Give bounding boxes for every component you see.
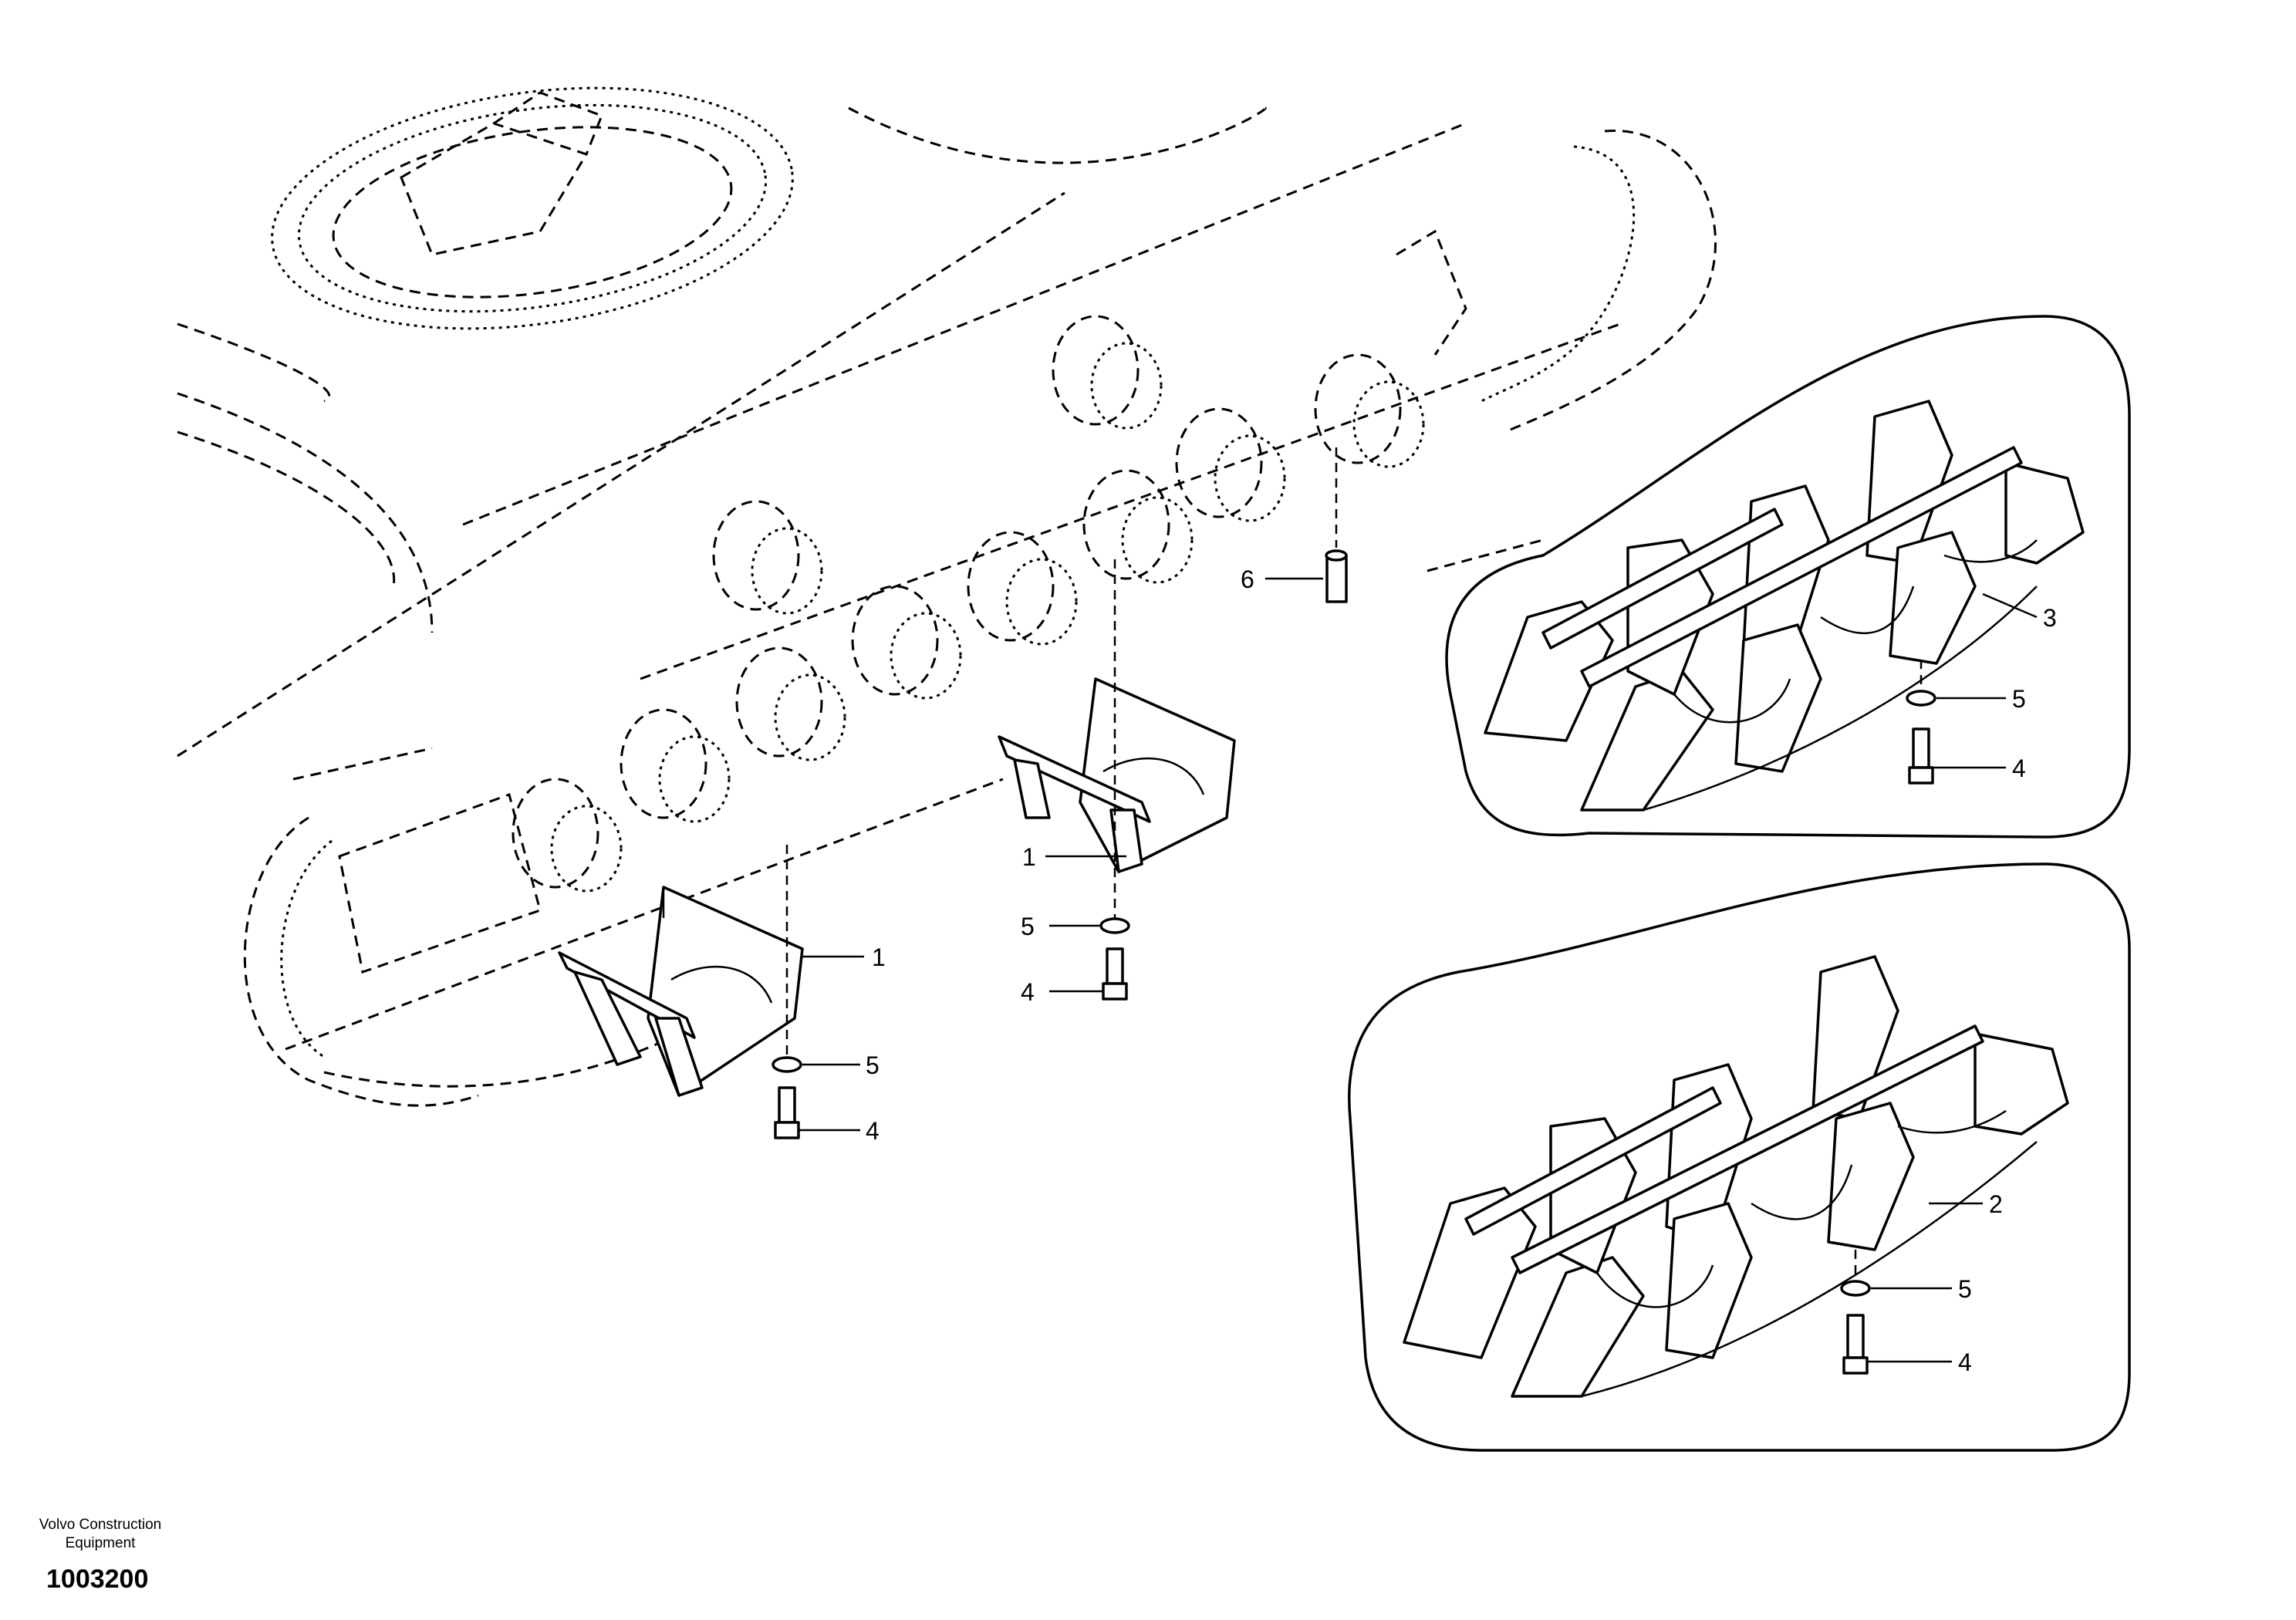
callout-5b: 5	[1021, 913, 1035, 940]
callout-4d: 4	[1958, 1348, 1972, 1376]
callout-5d: 5	[1958, 1275, 1972, 1303]
callout-5a: 5	[866, 1051, 880, 1079]
callout-2: 2	[1989, 1190, 2003, 1218]
undercarriage-phantom	[177, 86, 1717, 1107]
inset-guard-assembly-2	[1348, 862, 2131, 1452]
callout-4b: 4	[1021, 978, 1035, 1006]
inset-guard-assembly-3	[1445, 315, 2131, 839]
callout-4c: 4	[2012, 754, 2026, 782]
callout-3: 3	[2043, 604, 2057, 632]
track-guard-left	[558, 886, 804, 1097]
track-guard-middle	[998, 677, 1236, 873]
callout-5c: 5	[2012, 685, 2026, 713]
callout-6: 6	[1241, 565, 1254, 593]
brand-name-line1: Volvo Construction	[39, 1517, 162, 1533]
callouts: 1 1 2 3 4 4 4 4 5 5 5 5 6	[799, 565, 2057, 1376]
brand-name-line2: Equipment	[65, 1535, 136, 1551]
callout-1b: 1	[1022, 843, 1036, 871]
callout-1a: 1	[872, 943, 886, 971]
drawing-number: 1003200	[46, 1564, 149, 1594]
track-rollers-phantom	[512, 315, 1425, 893]
callout-4a: 4	[866, 1117, 880, 1145]
fasteners	[772, 447, 1936, 1375]
